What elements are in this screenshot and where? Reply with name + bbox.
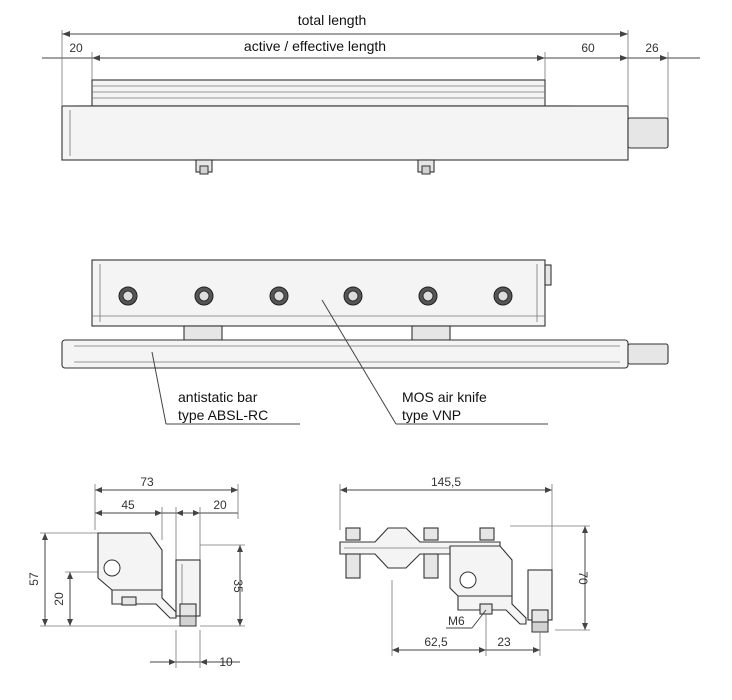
bracket-hole-right <box>459 571 477 589</box>
antistatic-bar-type-label: type ABSL-RC <box>178 407 268 423</box>
dim-20-bracket-top: 20 <box>213 498 227 512</box>
bracket-plate-right <box>449 545 513 597</box>
clamp-nut <box>179 615 197 627</box>
bracket-hole <box>103 559 121 577</box>
antistatic-bar-label: antistatic bar <box>178 389 258 405</box>
bar-connector <box>627 117 669 149</box>
antistatic-bar-front <box>61 339 629 369</box>
dim-60: 60 <box>581 41 595 55</box>
bracket-left: 73 45 20 57 20 35 10 <box>27 475 245 669</box>
dim-70: 70 <box>576 571 590 585</box>
air-knife-type-label: type VNP <box>402 407 461 423</box>
dim-57: 57 <box>27 572 41 586</box>
dim-62-5: 62,5 <box>424 635 448 649</box>
front-view: antistatic bar type ABSL-RC MOS air knif… <box>61 259 669 425</box>
dim-20-top-view: 20 <box>69 41 83 55</box>
air-knife-front <box>91 259 546 327</box>
dim-23: 23 <box>497 635 511 649</box>
dim-26: 26 <box>645 41 659 55</box>
active-length-label: active / effective length <box>244 38 386 54</box>
dim-73: 73 <box>140 475 154 489</box>
air-knife-label: MOS air knife <box>402 389 487 405</box>
bracket-right: 145,5 70 M6 62,5 <box>339 475 590 656</box>
front-clamp <box>411 325 451 341</box>
front-clamp <box>183 325 223 341</box>
clamp-nut-right <box>531 621 549 633</box>
dim-45: 45 <box>121 498 135 512</box>
air-knife-screws <box>118 286 513 306</box>
dim-10: 10 <box>219 655 233 669</box>
dim-20-bracket-left: 20 <box>52 592 66 606</box>
dim-145-5: 145,5 <box>431 475 461 489</box>
bar-end-connector <box>627 343 669 365</box>
total-length-label: total length <box>298 12 367 28</box>
knife-connector <box>544 264 552 286</box>
top-view: total length active / effective length 2… <box>42 12 700 175</box>
thread-m6-label: M6 <box>448 614 465 628</box>
dim-35: 35 <box>231 579 245 593</box>
air-knife-top <box>91 79 546 107</box>
antistatic-bar-top <box>61 105 629 161</box>
